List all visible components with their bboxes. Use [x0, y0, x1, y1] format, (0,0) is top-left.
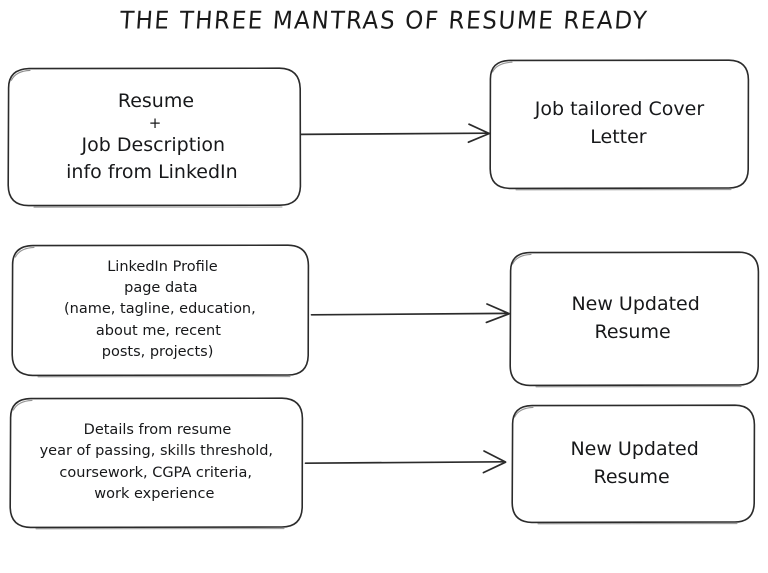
node-updated-resume-1-line-2: Resume	[594, 320, 671, 343]
page-title: THE THREE MANTRAS OF RESUME READY	[118, 7, 650, 35]
node-updated-resume-2[interactable]: New Updated Resume	[506, 405, 760, 522]
node-cover-letter-line-2: Letter	[590, 126, 647, 148]
node-linkedin-data-line-4: about me, recent	[96, 322, 222, 339]
node-source-resume-line-2: +	[148, 114, 161, 133]
node-updated-resume-2-line-1: New Updated	[570, 437, 699, 460]
node-resume-details-line-2: year of passing, skills threshold,	[39, 443, 274, 460]
arrow-details-to-updated-resume	[304, 450, 507, 474]
node-resume-details[interactable]: Details from resume year of passing, ski…	[7, 398, 306, 527]
node-source-resume-line-1: Resume	[117, 90, 194, 113]
node-updated-resume-1-line-1: New Updated	[571, 292, 700, 315]
node-linkedin-data-line-5: posts, projects)	[101, 343, 214, 360]
node-source-resume-line-4: info from LinkedIn	[66, 160, 238, 183]
node-updated-resume-2-line-2: Resume	[593, 465, 670, 488]
node-resume-details-line-4: work experience	[94, 485, 215, 502]
node-source-resume-line-3: Job Description	[81, 133, 226, 156]
node-linkedin-data-line-2: page data	[124, 280, 198, 297]
arrow-resume-to-cover-letter	[299, 123, 490, 144]
node-cover-letter[interactable]: Job tailored Cover Letter	[487, 60, 752, 188]
node-linkedin-data-line-3: (name, tagline, education,	[64, 301, 256, 318]
node-cover-letter-line-1: Job tailored Cover	[535, 98, 705, 121]
node-linkedin-data[interactable]: LinkedIn Profile page data (name, taglin…	[9, 245, 312, 375]
node-linkedin-data-line-1: LinkedIn Profile	[106, 259, 218, 276]
node-resume-details-line-1: Details from resume	[83, 421, 232, 438]
arrow-linkedin-to-updated-resume	[310, 303, 510, 324]
node-resume-details-line-3: coursework, CGPA criteria,	[59, 464, 252, 481]
node-source-resume[interactable]: Resume + Job Description info from Linke…	[4, 68, 303, 206]
node-updated-resume-1[interactable]: New Updated Resume	[503, 252, 765, 385]
